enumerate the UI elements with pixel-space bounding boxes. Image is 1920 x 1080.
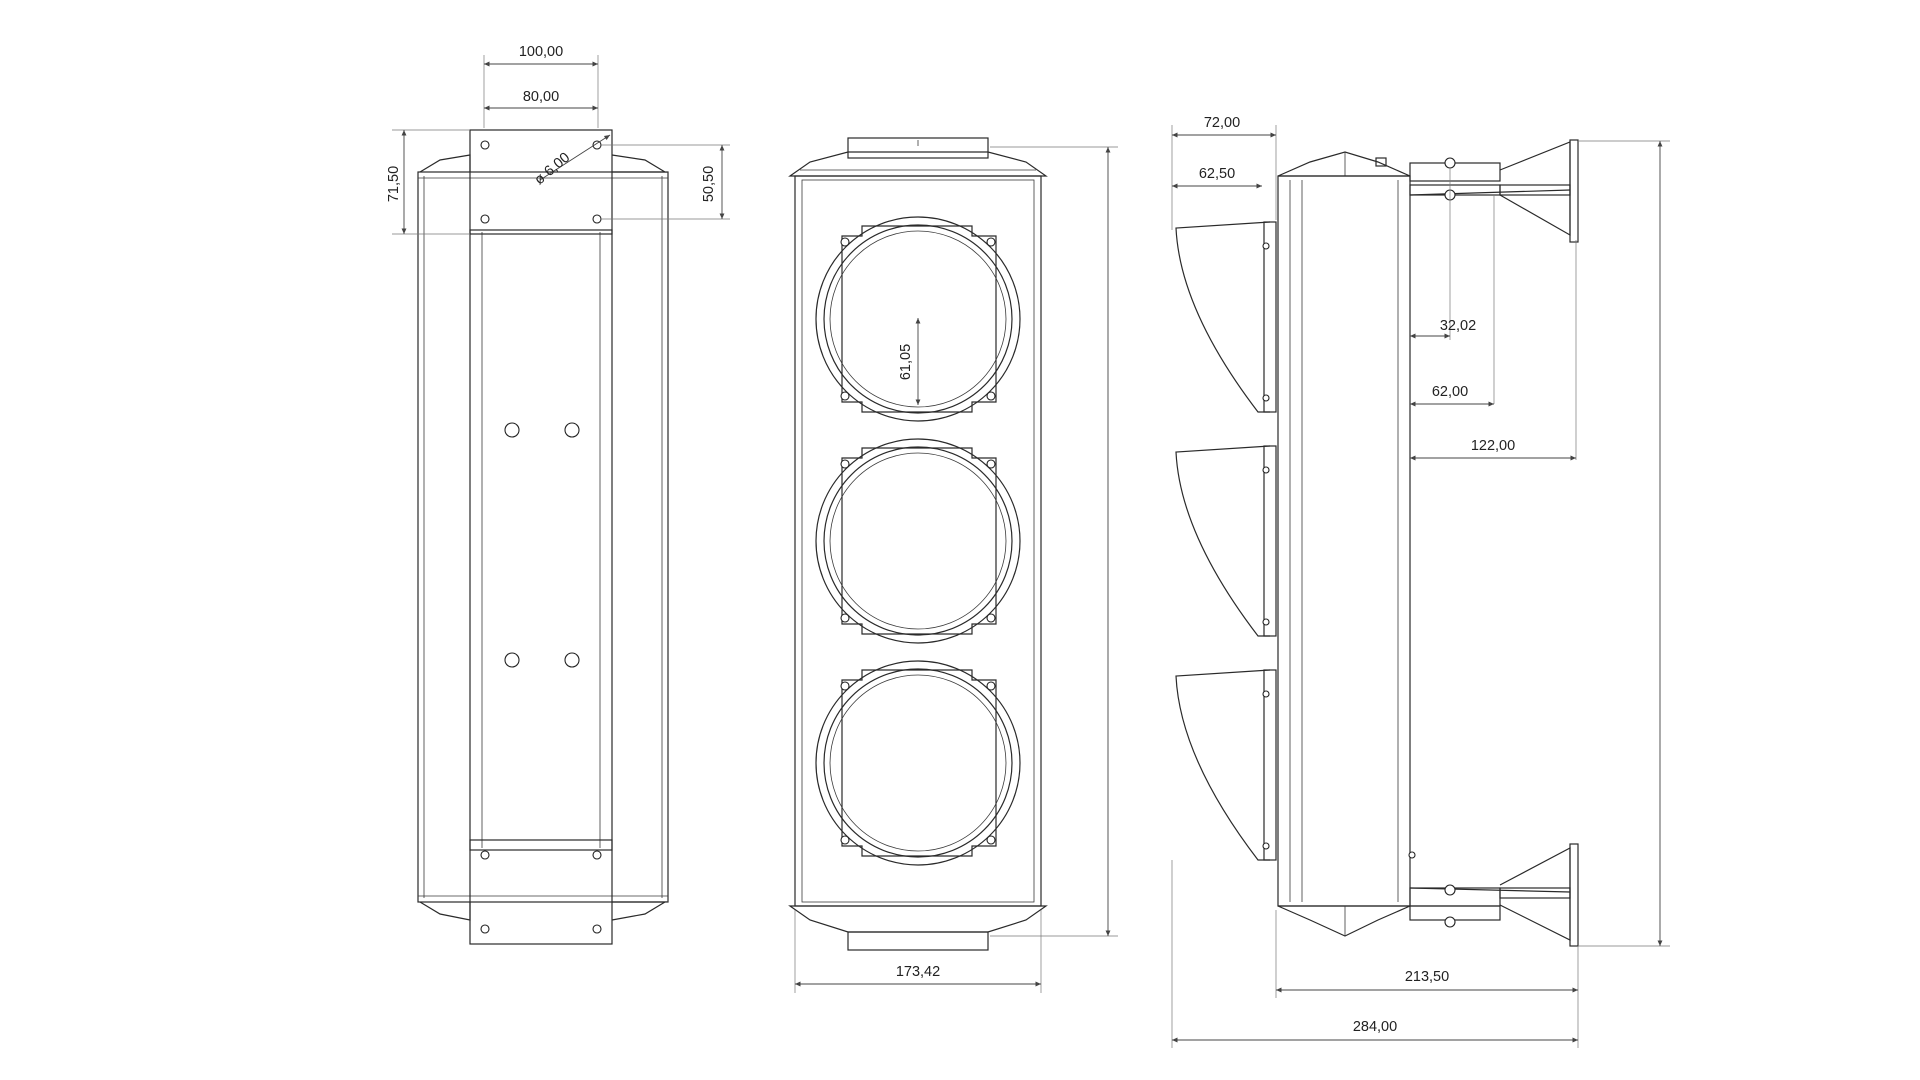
rear-view: 100,00 80,00 71,50 50,50 ø 6,00 [386,44,730,945]
top-bracket [1409,139,1579,243]
dim-lens-radius: 61,05 [898,344,914,380]
dim-bracket-a: 32,02 [1440,318,1476,334]
mount-hole [564,422,580,438]
visor-bottom [1175,669,1277,861]
visor-middle [1175,445,1277,637]
dim-bracket-b: 62,00 [1432,384,1468,400]
dim-top-width-outer: 100,00 [519,44,563,60]
dim-hole-diameter: ø 6,00 [532,150,574,189]
dim-front-width: 173,42 [896,964,940,980]
mount-hole [504,422,520,438]
lens-module-middle [815,438,1021,644]
dim-overall-depth: 284,00 [1353,1019,1397,1035]
visor-top [1175,221,1277,413]
mount-hole [564,652,580,668]
top-mounting-plate [469,129,613,235]
bottom-bracket [1409,843,1579,947]
dim-plate-height-inner: 50,50 [701,166,717,202]
mount-hole [504,652,520,668]
front-view: 61,05 173,42 [788,137,1118,993]
lens-module-top [815,216,1021,422]
dim-visor-offset-b: 62,50 [1199,166,1235,182]
dim-plate-height-outer: 71,50 [386,166,402,202]
bottom-mounting-plate [469,839,613,945]
dim-bracket-c: 122,00 [1471,438,1515,454]
lens-module-bottom [815,660,1021,866]
dim-visor-offset-a: 72,00 [1204,115,1240,131]
dim-top-width-inner: 80,00 [523,89,559,105]
dim-side-depth: 213,50 [1405,969,1449,985]
side-view: 72,00 62,50 32,02 62,00 122,00 213,50 28… [1171,115,1670,1048]
